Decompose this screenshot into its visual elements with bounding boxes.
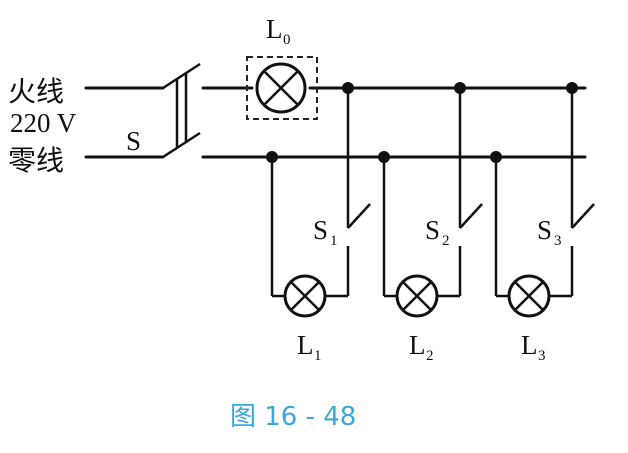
- switch-s2-label: S: [425, 215, 440, 245]
- l0-dashed-box: [246, 56, 318, 120]
- switch-s1-blade: [347, 203, 371, 229]
- branch-3: [494, 88, 595, 318]
- voltage-label: 220 V: [10, 108, 77, 138]
- lamp-l3-subscript: 3: [538, 348, 546, 364]
- switch-s1-subscript: 1: [330, 233, 338, 249]
- main-switch-label: S: [126, 126, 141, 156]
- switch-s3-label: S: [537, 215, 552, 245]
- main-switch: [162, 62, 201, 159]
- lamp-l0-label: L: [266, 14, 283, 44]
- lamp-l3-label: L: [521, 330, 538, 360]
- live-wire-label: 火线: [8, 75, 64, 108]
- figure-caption: 图 16 - 48: [230, 402, 356, 432]
- switch-s2-blade: [459, 203, 483, 229]
- neutral-wire-label: 零线: [8, 144, 64, 177]
- switch-s2-subscript: 2: [442, 233, 450, 249]
- branch-2: [382, 88, 483, 318]
- lamp-l1-label: L: [297, 330, 314, 360]
- lamp-l3: [507, 274, 551, 318]
- lamp-l0-subscript: 0: [283, 32, 291, 48]
- lamp-l0: [255, 62, 307, 114]
- switch-s1-label: S: [313, 215, 328, 245]
- lamp-l1-subscript: 1: [314, 348, 322, 364]
- lamp-l1: [283, 274, 327, 318]
- branch-1: [270, 88, 371, 318]
- switch-s3-subscript: 3: [554, 233, 562, 249]
- switch-s3-blade: [571, 203, 595, 229]
- lamp-l2-label: L: [409, 330, 426, 360]
- lamp-l2: [395, 274, 439, 318]
- lamp-l2-subscript: 2: [426, 348, 434, 364]
